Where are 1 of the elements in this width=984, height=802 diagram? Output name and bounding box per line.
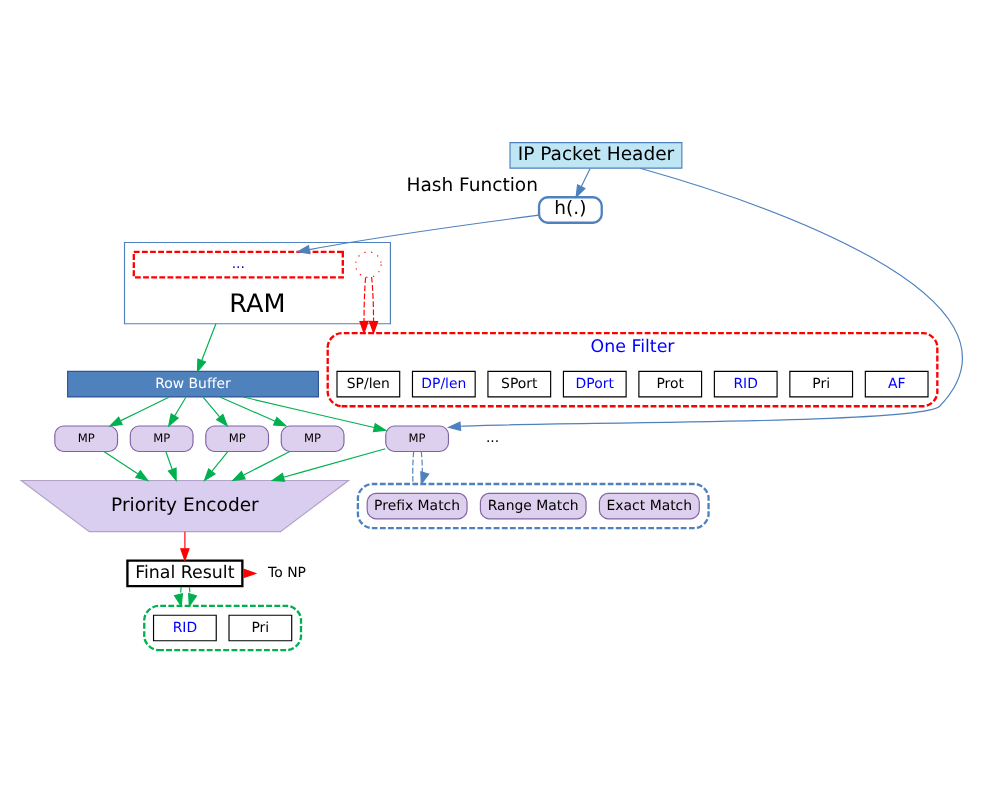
node-label: Hash Function: [406, 175, 538, 198]
